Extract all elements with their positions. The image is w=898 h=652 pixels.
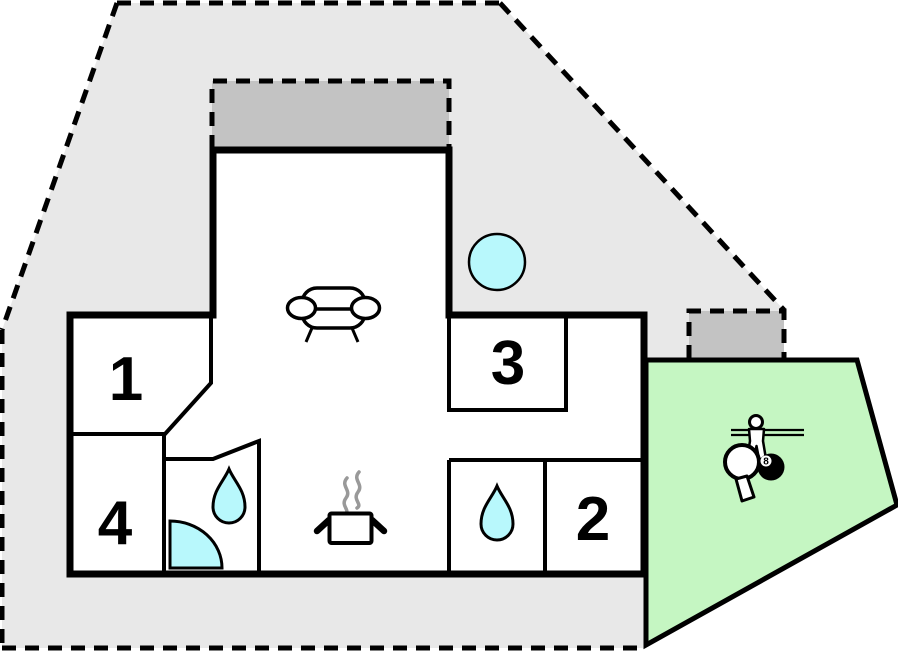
eight-ball-label: 8 xyxy=(763,457,769,468)
door-swing-icon xyxy=(168,519,224,570)
terrace-top xyxy=(212,81,449,149)
bathroom-walls xyxy=(164,438,261,574)
game-lawn-area xyxy=(643,357,898,650)
terrace-right-dashed-outline xyxy=(686,308,787,359)
room-1-walls xyxy=(70,315,213,436)
house-exterior-walls xyxy=(66,146,648,578)
room-1-label: 1 xyxy=(109,345,143,414)
terrace-top-dashed-outline xyxy=(209,78,452,149)
bathroom-water-drop-icon xyxy=(211,465,247,525)
hot-tub-icon xyxy=(467,232,527,292)
eight-ball-icon: 8 xyxy=(757,453,785,481)
room-2-and-shower-walls xyxy=(447,458,642,574)
property-boundary-dashed-line xyxy=(0,0,786,651)
cooking-pot-icon xyxy=(313,511,388,545)
shower-room-water-drop-icon xyxy=(479,482,515,542)
room-2-label: 2 xyxy=(576,485,610,554)
room-3-label: 3 xyxy=(491,329,525,398)
room-3-walls xyxy=(447,317,568,412)
terrace-right xyxy=(689,311,784,359)
room-4-label: 4 xyxy=(98,489,133,558)
sofa-icon xyxy=(285,286,382,343)
steam-icon xyxy=(342,470,362,516)
